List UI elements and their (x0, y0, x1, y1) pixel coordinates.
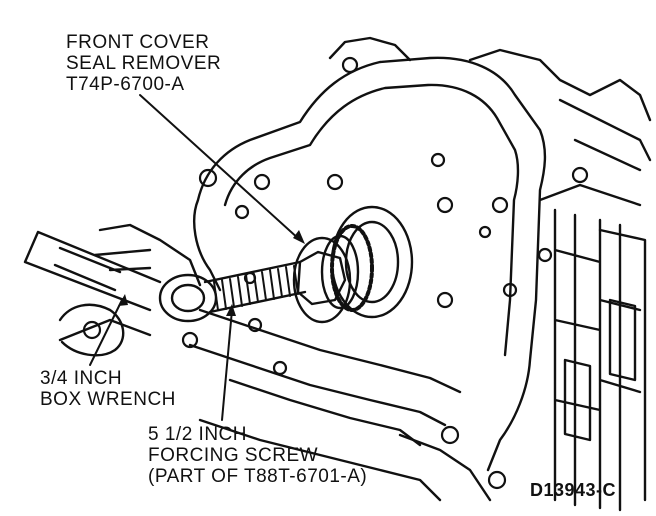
bolt-icon (326, 173, 344, 191)
bolt-icon (430, 152, 446, 168)
seal-remover-label-line1: FRONT COVER (66, 32, 210, 53)
side-casting-panel (563, 228, 647, 502)
bolt-icon (247, 317, 263, 333)
bolt-icon (537, 247, 553, 263)
box-wrench-label-line1: 3/4 INCH (40, 368, 123, 389)
forcing-screw-label-line3: (PART OF T88T-6701-A) (148, 466, 368, 487)
box-wrench-handle-detail (53, 246, 122, 292)
bolt-icon (253, 173, 271, 191)
box-wrench-label: 3/4 INCH BOX WRENCH (40, 368, 176, 410)
front-cover-outline (193, 56, 547, 472)
bolt-icon (82, 320, 102, 340)
box-wrench-label-line2: BOX WRENCH (40, 389, 176, 410)
forcing-screw-leader (221, 309, 233, 421)
bolt-icon (243, 271, 257, 285)
bolt-icon (440, 425, 460, 445)
seal-remover-label-line3: T74P-6700-A (66, 74, 185, 95)
forcing-screw-label-line1: 5 1/2 INCH (148, 424, 247, 445)
seal-bore (330, 205, 414, 319)
bolt-icon (436, 291, 454, 309)
seal-remover-arrowhead (293, 230, 305, 244)
upper-block (328, 36, 652, 122)
hex-nut (296, 250, 347, 306)
bolt-icon (502, 282, 518, 298)
bolt-icon (198, 168, 218, 188)
side-casting (553, 208, 642, 512)
seal-bore-inner (344, 220, 400, 304)
seal-remover-leader (139, 94, 301, 241)
box-wrench-handle (23, 230, 162, 312)
upper-right-structure (538, 98, 652, 207)
forcing-screw-arrowhead (226, 304, 236, 316)
box-wrench-arrowhead (118, 294, 128, 306)
bolt-icon (487, 470, 507, 490)
forcing-screw-label: 5 1/2 INCH FORCING SCREW (PART OF T88T-6… (148, 424, 367, 487)
left-lower-lobe (58, 303, 125, 357)
box-wrench-head-inner (170, 283, 206, 313)
figure-code: D13943-C (530, 480, 617, 500)
bolt-icon (571, 166, 589, 184)
bolt-icon (234, 204, 250, 220)
forcing-screw-label-line2: FORCING SCREW (148, 445, 319, 466)
bolt-icon (478, 225, 492, 239)
bolt-icon (181, 331, 199, 349)
front-cover-inner-rim (223, 83, 520, 357)
bolt-icon (491, 196, 509, 214)
pan-rail (188, 308, 462, 502)
seal-remover-label-line2: SEAL REMOVER (66, 53, 222, 74)
pan-rail-lower (58, 318, 492, 502)
bolt-icon (272, 360, 288, 376)
seal-remover-body (292, 236, 352, 324)
bolt-icon (341, 56, 359, 74)
seal-remover-label: FRONT COVER SEAL REMOVER T74P-6700-A (66, 32, 221, 95)
bolt-icon (436, 196, 454, 214)
forcing-screw-threads (213, 265, 299, 311)
box-wrench-leader (89, 299, 123, 366)
